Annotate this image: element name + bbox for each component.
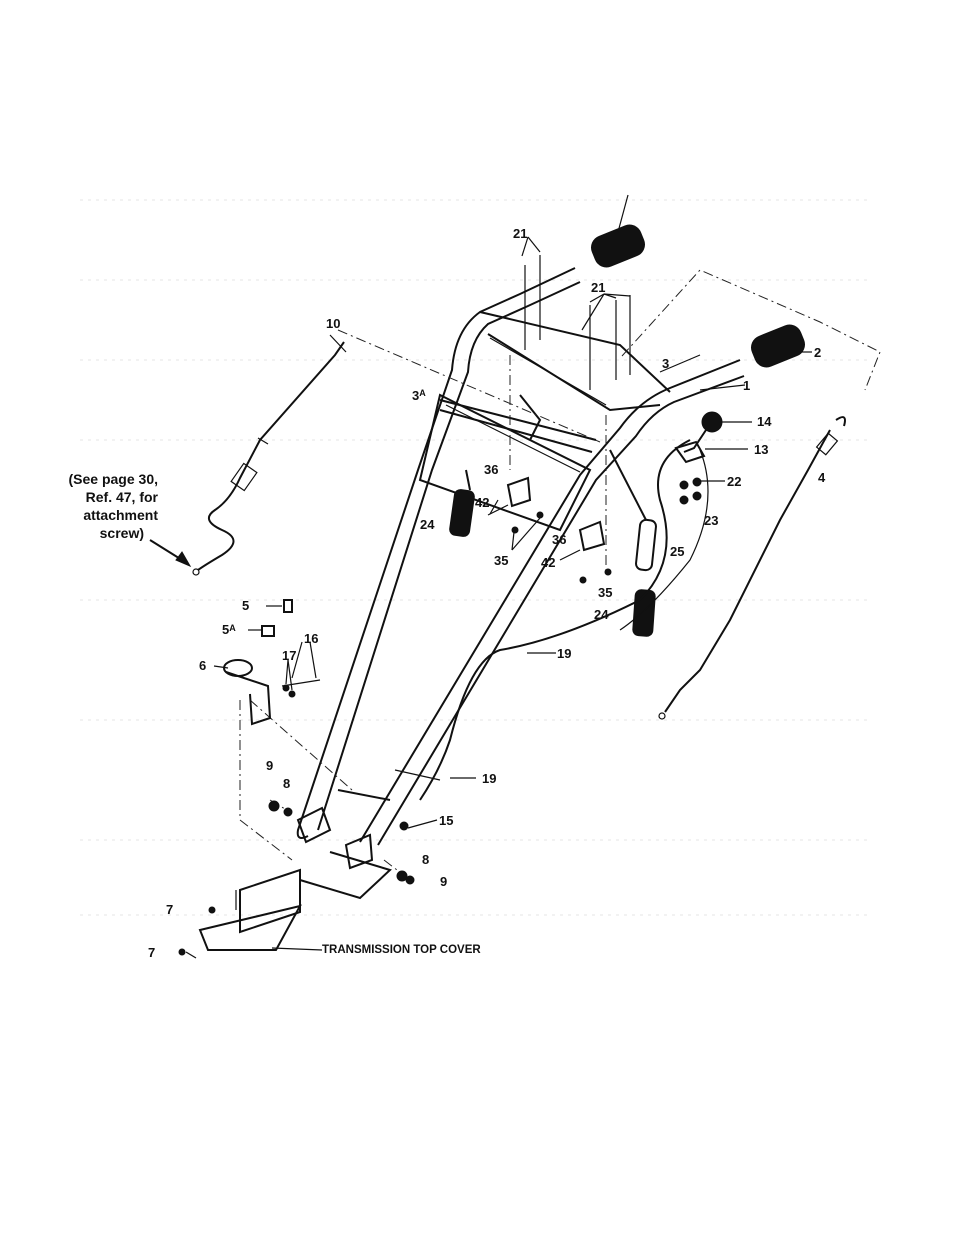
- label-9-left: 9: [266, 758, 273, 773]
- label-8-right: 8: [422, 852, 429, 867]
- label-36-left: 36: [484, 462, 498, 477]
- lever-24-left: [449, 489, 475, 537]
- leader-lines: [214, 237, 812, 950]
- part-labels: 1 2 3 3A 4 5 5A 6 7 7 8 8 9 9 10 13 14 1…: [148, 226, 826, 960]
- note-line-4: screw): [100, 525, 144, 541]
- label-7-upper: 7: [166, 902, 173, 917]
- label-8-left: 8: [283, 776, 290, 791]
- label-2: 2: [814, 345, 821, 360]
- label-3: 3: [662, 356, 669, 371]
- label-9-right: 9: [440, 874, 447, 889]
- note-line-2: Ref. 47, for: [86, 489, 159, 505]
- label-23: 23: [704, 513, 718, 528]
- label-24-left: 24: [420, 517, 435, 532]
- cable-19: [395, 440, 708, 800]
- handle-frame: [298, 268, 744, 868]
- top-grip: [588, 221, 648, 270]
- label-19-lower: 19: [482, 771, 496, 786]
- control-knob: [676, 412, 722, 504]
- label-15: 15: [439, 813, 453, 828]
- label-21-right: 21: [591, 280, 605, 295]
- label-5a: 5A: [222, 622, 236, 637]
- label-1: 1: [743, 378, 750, 393]
- label-22: 22: [727, 474, 741, 489]
- alignment-lines: [240, 270, 880, 880]
- label-14: 14: [757, 414, 772, 429]
- screws-21: [525, 255, 630, 390]
- attachment-note: (See page 30, Ref. 47, for attachment sc…: [69, 471, 159, 541]
- cable-10: [193, 335, 346, 575]
- scan-texture: [80, 200, 870, 915]
- bracket-6: [224, 600, 320, 724]
- label-13: 13: [754, 442, 768, 457]
- note-arrow: [150, 540, 190, 566]
- label-42-left: 42: [475, 495, 489, 510]
- panel-3a: [420, 395, 590, 530]
- grips: [588, 195, 808, 371]
- label-42-right: 42: [541, 555, 555, 570]
- label-10: 10: [326, 316, 340, 331]
- label-36-right: 36: [552, 532, 566, 547]
- label-6: 6: [199, 658, 206, 673]
- label-7-lower: 7: [148, 945, 155, 960]
- label-5: 5: [242, 598, 249, 613]
- label-19-upper: 19: [557, 646, 571, 661]
- transmission-top-cover: [179, 801, 414, 958]
- label-3a: 3A: [412, 388, 426, 403]
- label-17: 17: [282, 648, 296, 663]
- label-4: 4: [818, 470, 826, 485]
- transmission-top-cover-label: TRANSMISSION TOP COVER: [322, 944, 481, 956]
- label-16: 16: [304, 631, 318, 646]
- lever-25: [635, 519, 656, 570]
- note-line-3: attachment: [83, 507, 158, 523]
- note-line-1: (See page 30,: [69, 471, 159, 487]
- label-21-left: 21: [513, 226, 527, 241]
- label-25: 25: [670, 544, 684, 559]
- grip-2: [748, 321, 808, 370]
- label-35-left: 35: [494, 553, 508, 568]
- label-35-right: 35: [598, 585, 612, 600]
- label-24-right: 24: [594, 607, 609, 622]
